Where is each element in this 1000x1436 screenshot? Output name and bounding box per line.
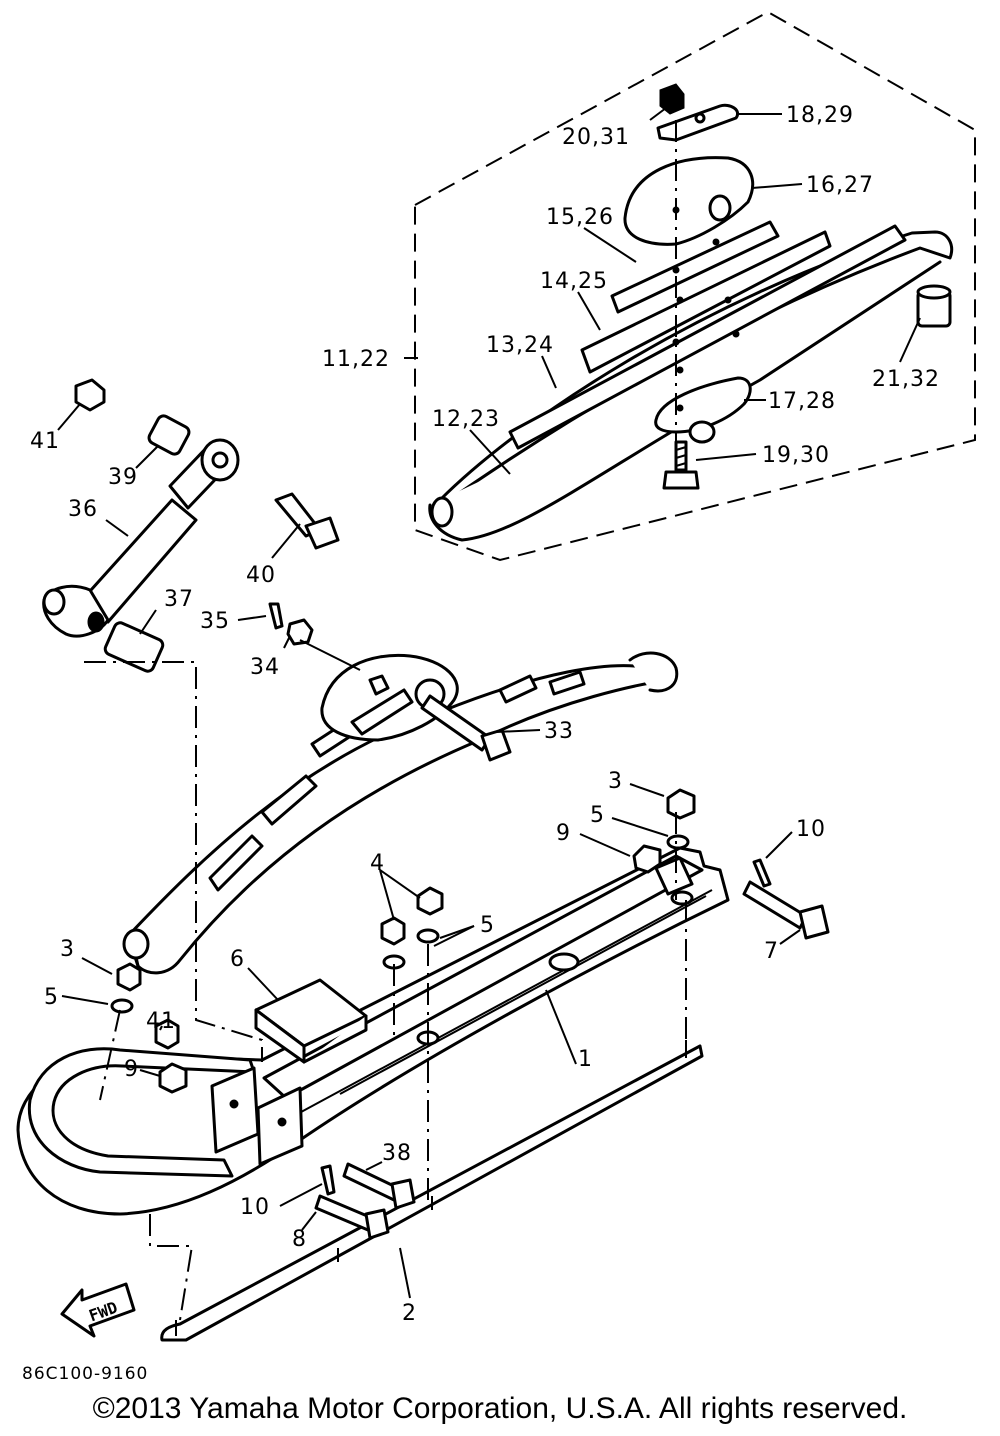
wear-bar-2	[160, 1040, 704, 1342]
callouts: 18,29 20,31 16,27 15,26 14,25 11,22 13,2…	[30, 103, 940, 1326]
bolt-38	[342, 1162, 416, 1210]
inset-lower-clamp	[654, 376, 752, 490]
bolt-33	[420, 694, 512, 762]
callout-5-left: 5	[44, 985, 59, 1010]
nut-4-b	[380, 916, 406, 946]
callout-5-right: 5	[590, 803, 605, 828]
callout-1: 1	[578, 1047, 593, 1072]
nut-4-a	[416, 886, 444, 916]
bolt-8	[314, 1194, 390, 1240]
main-leaf-spring	[122, 651, 679, 975]
callout-39: 39	[108, 465, 138, 490]
callout-4: 4	[370, 851, 385, 876]
cotter-pin-10-left	[320, 1164, 336, 1196]
callout-7: 7	[764, 939, 779, 964]
leader-lines	[57, 107, 921, 1299]
callout-3-right: 3	[608, 769, 623, 794]
copyright-notice: ©2013 Yamaha Motor Corporation, U.S.A. A…	[92, 1392, 908, 1425]
fwd-arrow-icon	[60, 1282, 136, 1338]
callout-12-23: 12,23	[432, 407, 500, 432]
callout-41-top: 41	[30, 429, 60, 454]
nut-9-right	[632, 844, 662, 874]
inset-boundary	[414, 10, 976, 562]
callout-17-28: 17,28	[768, 389, 836, 414]
callout-18-29: 18,29	[786, 103, 854, 128]
washer-5-a	[416, 928, 440, 944]
cotter-pin-10-right	[752, 858, 772, 888]
nut-3-left	[116, 962, 142, 992]
callout-19-30: 19,30	[762, 443, 830, 468]
callout-10-left: 10	[240, 1195, 270, 1220]
washer-5-right	[666, 834, 690, 850]
callout-34: 34	[250, 655, 280, 680]
saddle-6	[254, 978, 368, 1064]
bolt-7	[742, 880, 830, 940]
callout-13-24: 13,24	[486, 333, 554, 358]
callout-15-26: 15,26	[546, 205, 614, 230]
ski	[16, 846, 730, 1216]
callout-11-22: 11,22	[322, 347, 390, 372]
callout-35: 35	[200, 609, 230, 634]
callout-9-left: 9	[124, 1057, 139, 1082]
drawing-code: 86C100-9160	[22, 1364, 149, 1384]
inset-upper-clamp	[623, 156, 755, 246]
callout-14-25: 14,25	[540, 269, 608, 294]
callout-6: 6	[230, 947, 245, 972]
callout-37: 37	[164, 587, 194, 612]
shock-absorber-36	[42, 438, 240, 638]
callout-8: 8	[292, 1227, 307, 1252]
bolt-40	[274, 492, 340, 550]
callout-20-31: 20,31	[562, 125, 630, 150]
callout-38: 38	[382, 1141, 412, 1166]
parts-diagram: FWD	[16, 10, 976, 1342]
inset-bracket	[656, 83, 739, 142]
nut-3-right	[666, 788, 696, 820]
callout-41-left: 41	[146, 1009, 176, 1034]
callout-40: 40	[246, 563, 276, 588]
callout-21-32: 21,32	[872, 367, 940, 392]
callout-2: 2	[402, 1301, 417, 1326]
collar-39	[147, 414, 191, 456]
nut-9-left	[158, 1062, 188, 1094]
callout-9-right: 9	[556, 821, 571, 846]
collar-37	[103, 621, 165, 673]
callout-36: 36	[68, 497, 98, 522]
washer-5-left	[110, 998, 134, 1014]
callout-16-27: 16,27	[806, 173, 874, 198]
callout-5-center: 5	[480, 913, 495, 938]
callout-3-left: 3	[60, 937, 75, 962]
nut-34	[286, 618, 314, 646]
inset-collar	[916, 284, 952, 328]
callout-33: 33	[544, 719, 574, 744]
cotter-pin-35	[268, 602, 284, 630]
nut-41-top	[74, 378, 106, 412]
callout-10-right: 10	[796, 817, 826, 842]
